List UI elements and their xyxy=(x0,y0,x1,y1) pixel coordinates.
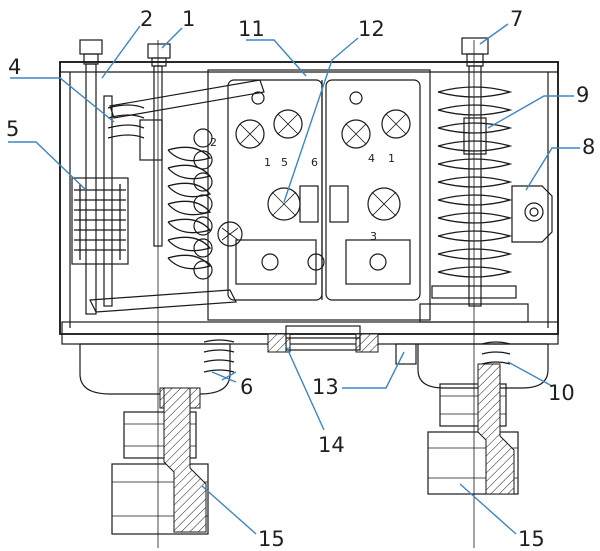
callout-2: 2 xyxy=(140,7,153,31)
terminal-label: 6 xyxy=(311,156,318,169)
terminal-label: 4 xyxy=(368,152,375,165)
housing xyxy=(59,61,559,345)
callout-11: 11 xyxy=(238,17,265,41)
terminal-label: 3 xyxy=(370,230,377,243)
callout-10: 10 xyxy=(548,381,575,405)
callout-7: 7 xyxy=(510,7,523,31)
callout-15-left: 15 xyxy=(258,527,285,551)
leader-lines xyxy=(8,23,580,535)
terminal-label: 1 xyxy=(388,152,395,165)
callout-13: 13 xyxy=(312,375,339,399)
cable-gland xyxy=(267,325,379,353)
callout-6: 6 xyxy=(240,375,253,399)
callout-15-right: 15 xyxy=(518,527,545,551)
switch-block: 1 5 6 4 1 3 xyxy=(207,69,431,321)
bellows-left xyxy=(79,339,235,409)
adjust-screw-left xyxy=(79,39,171,315)
main-lever xyxy=(89,79,265,313)
callout-5: 5 xyxy=(6,117,19,141)
terminal-label: 2 xyxy=(210,136,217,149)
main-spring xyxy=(419,86,529,323)
terminal-label: 1 xyxy=(264,156,271,169)
callout-labels: 1 2 4 5 6 7 8 9 10 11 12 13 14 15 15 xyxy=(6,7,595,551)
lever-spring-left: 2 xyxy=(167,128,217,280)
terminal-label: 5 xyxy=(281,156,288,169)
differential-spring xyxy=(71,177,129,265)
terminal-screw xyxy=(235,91,411,271)
callout-1: 1 xyxy=(182,7,195,31)
pressure-fitting-left xyxy=(111,387,209,535)
callout-4: 4 xyxy=(8,55,21,79)
callout-9: 9 xyxy=(576,83,589,107)
callout-14: 14 xyxy=(318,433,345,457)
callout-8: 8 xyxy=(582,135,595,159)
adjust-screw-right xyxy=(461,37,489,307)
range-spring xyxy=(103,95,163,307)
pressure-fitting-right xyxy=(427,363,519,495)
bellows-right xyxy=(395,341,549,389)
callout-12: 12 xyxy=(358,17,385,41)
bracket xyxy=(511,185,553,243)
